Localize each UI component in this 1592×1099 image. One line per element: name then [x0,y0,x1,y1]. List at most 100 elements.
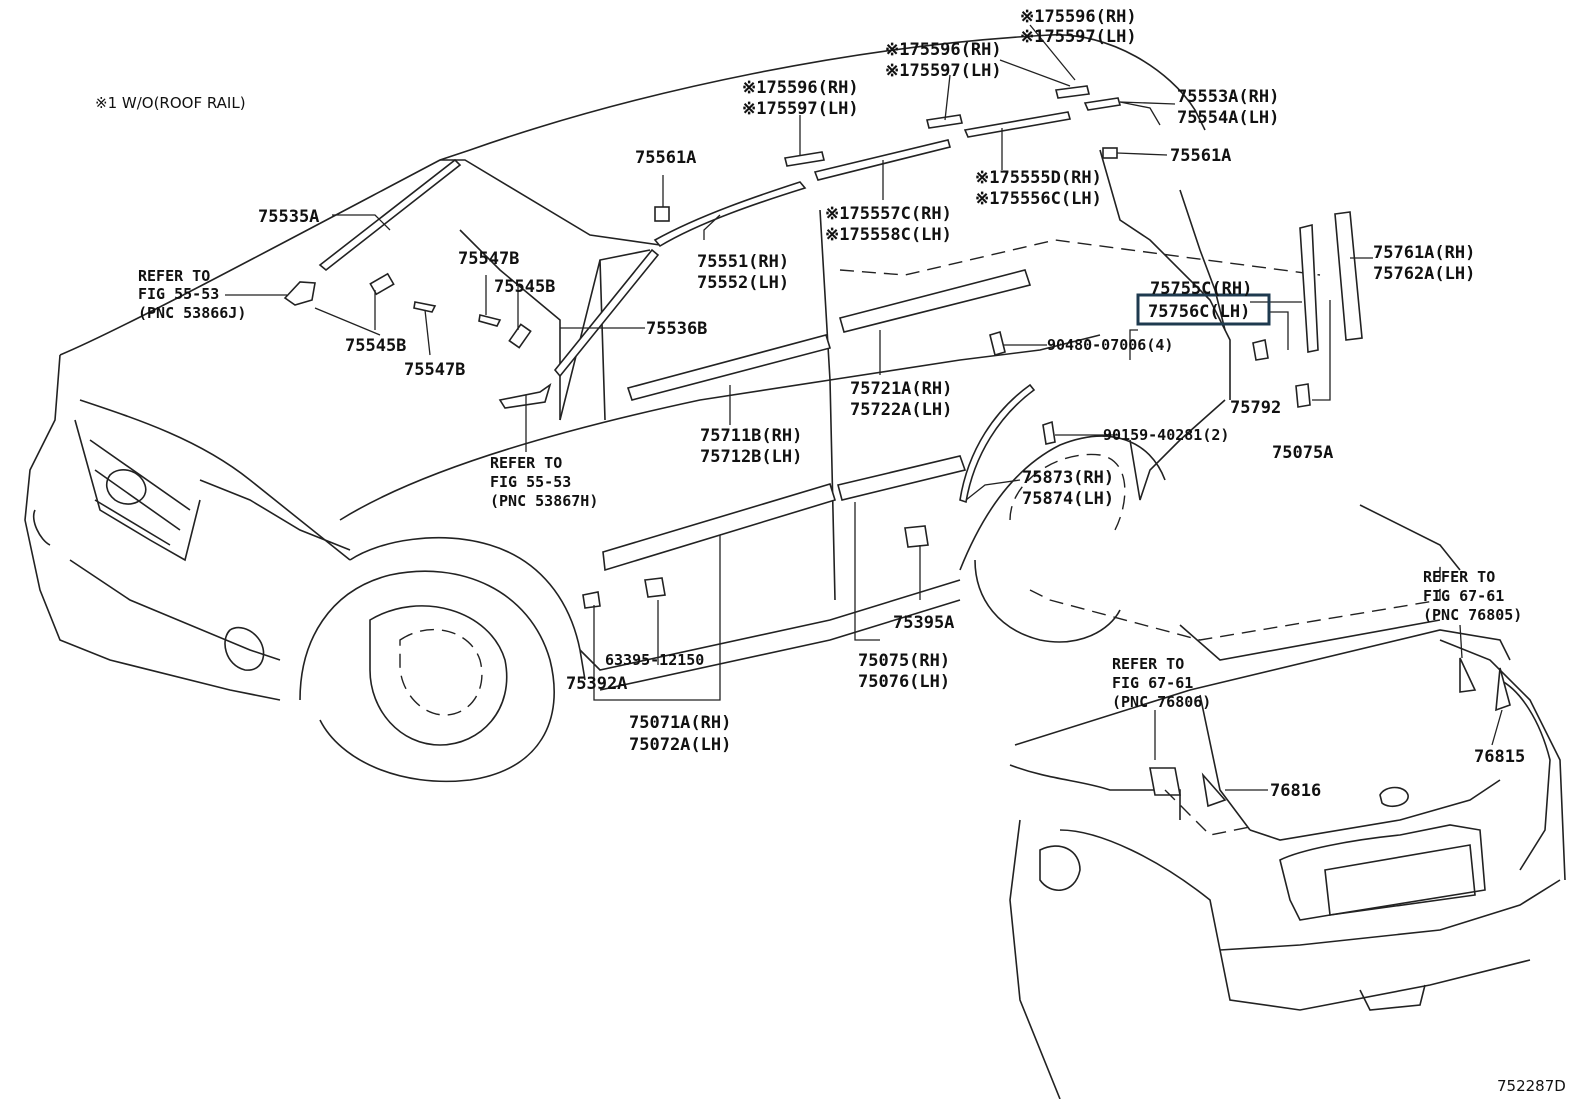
label-75558c: ※175558C(LH) [825,225,952,245]
ref-76805-line3: (PNC 76805) [1423,606,1522,624]
molding-end-clip-lower [498,383,552,409]
roof-molding-front-piece [653,181,807,248]
label-76815: 76815 [1474,747,1525,767]
rear-emblem-76805 [1459,657,1477,693]
rear-door-belt-molding [839,269,1032,333]
label-75536b: 75536B [646,319,707,339]
front-door-belt-molding [626,334,832,401]
label-75596-rh-top: ※175596(RH) [1020,7,1137,27]
labels: ※1 W/O(ROOF RAIL) ※175596(RH) ※175597(LH… [95,7,1566,1095]
roof-cap-left [784,151,825,167]
quarter-molding-75756c [1299,223,1319,353]
parts [283,85,1511,808]
ref-76806-line1: REFER TO [1112,655,1184,673]
bolt-90159 [1042,420,1056,445]
label-75075a: 75075A [1272,443,1333,463]
clip-75075a [1295,383,1311,408]
label-75761a: 75761A(RH) [1373,243,1475,263]
clip-75395a [904,525,929,548]
rear-emblem-76815 [1495,667,1511,712]
roof-cap-right [1055,85,1090,99]
front-vehicle-outline [24,34,1321,783]
label-75596-rh-mid: ※175596(RH) [885,40,1002,60]
footnote: ※1 W/O(ROOF RAIL) [95,94,246,112]
ref-53867h-line3: (PNC 53867H) [490,492,598,510]
ref-53867h-line2: FIG 55-53 [490,473,571,491]
leader-lines [225,24,1503,836]
roof-molding-rear-piece [963,111,1072,138]
label-90159: 90159-40281(2) [1103,426,1229,444]
label-75545b-top: 75545B [494,277,555,297]
windshield-molding-side [553,248,660,378]
clip-75792 [1252,339,1269,361]
rear-emblem-76816-right [1201,772,1227,808]
ref-53866j-line1: REFER TO [138,267,210,285]
molding-end-clip-left [283,281,316,306]
label-75792: 75792 [1230,398,1281,418]
figure-code: 752287D [1497,1077,1566,1095]
rear-emblem-76816-left [1149,767,1181,796]
label-75552: 75552(LH) [697,273,789,293]
label-75395a: 75395A [893,613,954,633]
label-75557c: ※175557C(RH) [825,204,952,224]
label-75535a: 75535A [258,207,319,227]
label-75554a: 75554A(LH) [1177,108,1279,128]
rear-door-molding [837,455,967,501]
label-75597-lh-top: ※175597(LH) [1020,27,1137,47]
label-75596-rh-left: ※175596(RH) [742,78,859,98]
clip-63395 [644,577,666,598]
label-75721a: 75721A(RH) [850,379,952,399]
label-75597-lh-left: ※175597(LH) [742,99,859,119]
label-75597-lh-mid: ※175597(LH) [885,61,1002,81]
ref-76805-line2: FIG 67-61 [1423,587,1504,605]
label-75075: 75075(RH) [858,651,950,671]
clip-75561a-right [1102,147,1118,159]
label-90480: 90480-07006(4) [1047,336,1173,354]
front-door-molding [602,483,837,572]
highlight-box-75756c [1136,293,1271,326]
label-75545b-bottom: 75545B [345,336,406,356]
label-75547b-bottom: 75547B [404,360,465,380]
rear-vehicle-outline [1009,504,1566,1099]
pin-75547b-a [413,301,437,313]
clip-75545b-a [369,272,395,296]
label-75874: 75874(LH) [1022,489,1114,509]
label-75712b: 75712B(LH) [700,447,802,467]
label-75556c: ※175556C(LH) [975,189,1102,209]
ref-76806-line3: (PNC 76806) [1112,693,1211,711]
ref-76806-line2: FIG 67-61 [1112,674,1193,692]
label-75555d: ※175555D(RH) [975,168,1102,188]
quarter-molding-75761a [1334,211,1363,341]
ref-53867h-line1: REFER TO [490,454,562,472]
ref-53866j-line3: (PNC 53866J) [138,304,246,322]
label-75561a-right: 75561A [1170,146,1231,166]
label-75873: 75873(RH) [1022,468,1114,488]
windshield-molding-upper [318,158,462,272]
label-75711b: 75711B(RH) [700,426,802,446]
roof-cap-mid [926,114,963,129]
pin-75547b-b [478,314,502,327]
label-75392a: 75392A [566,674,627,694]
bolt-90480 [989,330,1006,357]
clip-75392a [582,591,601,609]
label-76816: 76816 [1270,781,1321,801]
label-75762a: 75762A(LH) [1373,264,1475,284]
label-63395: 63395-12150 [605,651,704,669]
label-75755c: 75755C(RH) [1150,279,1252,299]
label-75072a: 75072A(LH) [629,735,731,755]
label-75722a: 75722A(LH) [850,400,952,420]
label-75547b-top: 75547B [458,249,519,269]
label-75071a: 75071A(RH) [629,713,731,733]
label-75076: 75076(LH) [858,672,950,692]
roof-molding-end-piece [1083,97,1122,111]
label-75561a-left: 75561A [635,148,696,168]
label-75756c: 75756C(LH) [1148,302,1250,322]
clip-75545b-b [508,323,532,349]
label-75553a: 75553A(RH) [1177,87,1279,107]
ref-76805-line1: REFER TO [1423,568,1495,586]
clip-75561a-left [654,206,670,222]
ref-53866j-line2: FIG 55-53 [138,285,219,303]
label-75551: 75551(RH) [697,252,789,272]
